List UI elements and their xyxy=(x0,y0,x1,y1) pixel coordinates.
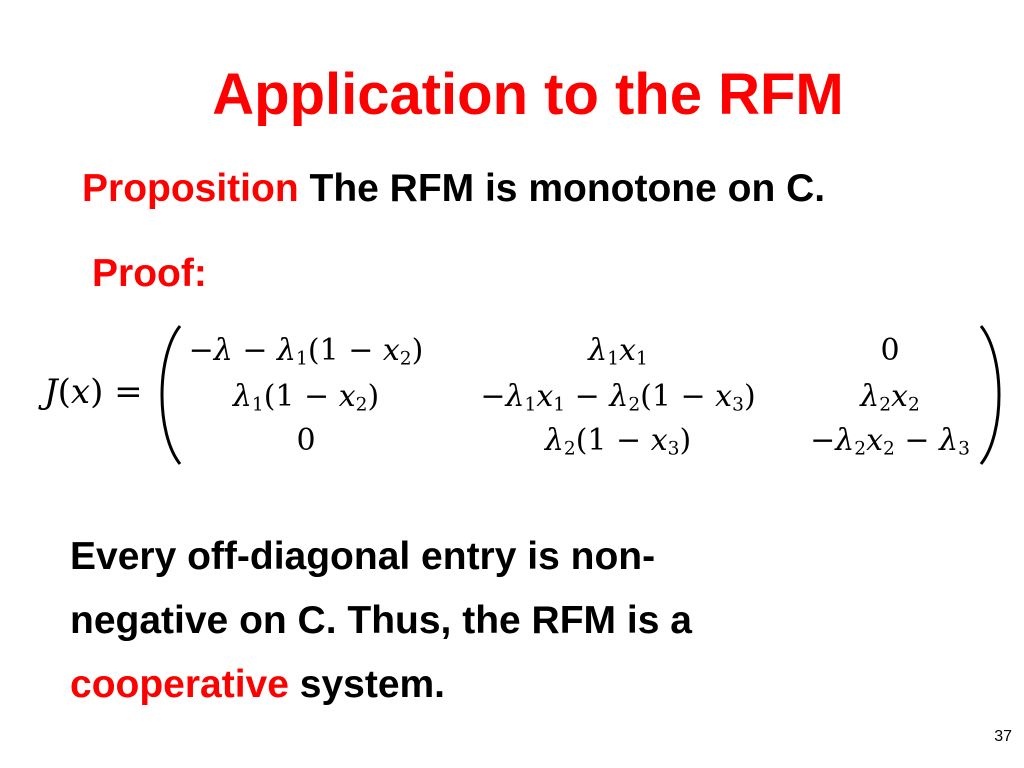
matrix-cell-1-1: −λ − λ1(1 − x2) xyxy=(188,333,424,370)
matrix-cell-1-3: 0 xyxy=(880,333,900,368)
matrix-cell-2-3: λ2x2 xyxy=(860,379,920,416)
matrix-cell-3-1: 0 xyxy=(296,423,316,458)
matrix-cell-3-2: λ2(1 − x3) xyxy=(544,423,692,460)
matrix-cell-2-2: −λ1x1 − λ2(1 − x3) xyxy=(480,379,756,416)
cooperative-highlight: cooperative xyxy=(70,663,289,706)
slide-title: Application to the RFM xyxy=(212,62,844,127)
proof-label: Proof: xyxy=(92,252,207,295)
statement-line-1: Every off-diagonal entry is non- xyxy=(70,535,656,578)
jacobian-lhs: J(x) = xyxy=(44,372,143,412)
matrix-cell-1-2: λ1x1 xyxy=(588,333,648,370)
statement-line-3: cooperative system. xyxy=(70,653,692,717)
page-number: 37 xyxy=(994,728,1012,745)
statement-line-3-rest: system. xyxy=(288,663,446,706)
jacobian-equation: J(x) = −λ − λ1(1 − x2) λ1x1 0 λ1(1 − x2)… xyxy=(0,320,1024,470)
statement-line-2: negative on C. Thus, the RFM is a xyxy=(70,599,692,642)
right-parenthesis xyxy=(979,325,1001,465)
left-parenthesis xyxy=(160,325,182,465)
proposition-text: The RFM is monotone on C. xyxy=(298,167,826,210)
proposition-label: Proposition xyxy=(82,167,299,210)
matrix-cell-2-1: λ1(1 − x2) xyxy=(232,379,380,416)
conclusion-statement: Every off-diagonal entry is non- negativ… xyxy=(70,525,692,717)
matrix-cell-3-3: −λ2x2 − λ3 xyxy=(810,423,970,460)
proposition: Proposition The RFM is monotone on C. xyxy=(82,166,825,213)
